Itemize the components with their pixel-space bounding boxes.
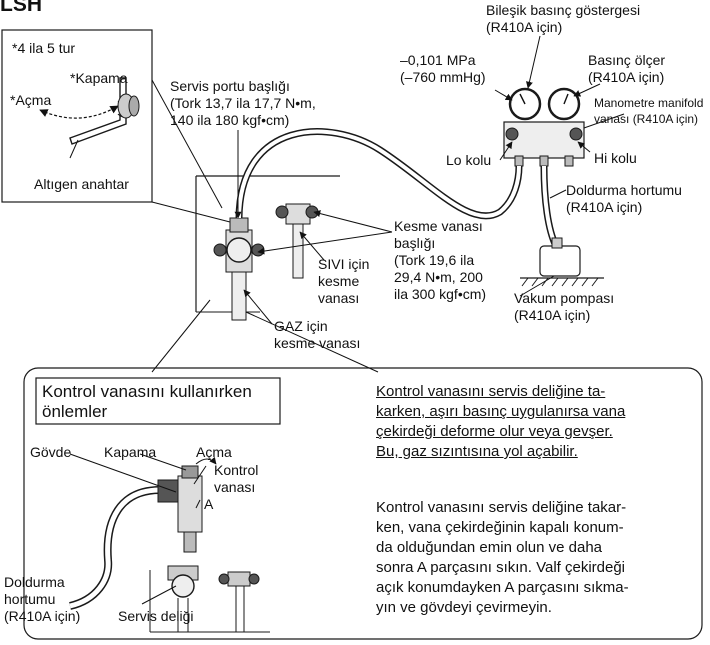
vacuum-pump-label-2: (R410A için): [514, 307, 591, 323]
liquid-stop-valve-label-2: kesme: [318, 273, 360, 289]
manifold-valve-label-2: vanası (R410A için): [594, 112, 699, 126]
service-port-cap-label-3: 140 ila 180 kgf•cm): [170, 112, 290, 128]
manifold-valve-label-1: Manometre manifold: [594, 96, 704, 110]
precaution-charge-hose-label-2: hortumu: [4, 591, 56, 607]
stop-valve-cap-label-3: (Tork 19,6 ila: [394, 252, 475, 268]
gas-stop-valve-label-2: kesme vanası: [274, 335, 361, 351]
open-label: Açma: [196, 444, 232, 460]
stop-valve-cap-label-2: başlığı: [394, 235, 436, 251]
compound-gauge-label-2: (R410A için): [486, 19, 563, 35]
gas-pipe: [231, 269, 247, 321]
service-hole-valve-icon: [167, 565, 199, 581]
stop-valve-cap-label-1: Kesme vanası: [394, 218, 483, 234]
compound-gauge-label-1: Bileşik basınç göstergesi: [486, 2, 641, 18]
service-port-cap-label-2: (Tork 13,7 ila 17,7 N•m,: [170, 95, 316, 111]
gauge-manifold-icon: [503, 87, 585, 167]
pressure-gauge-label-2: (R410A için): [588, 69, 665, 85]
vacuum-reading-label-1: –0,101 MPa: [400, 52, 476, 68]
control-valve-illustration: [68, 453, 270, 633]
control-valve-label-1: Kontrol: [214, 462, 259, 478]
instruction-line: da olduğundan emin olun ve daha: [376, 539, 603, 556]
liquid-pipe: [292, 219, 304, 279]
lo-hose: [235, 128, 523, 220]
inset-turns-label: *4 ila 5 tur: [12, 40, 76, 56]
instruction-line: açık konumdayken A parçasını sıkma-: [376, 579, 629, 596]
instruction-line: Kontrol vanasını servis deliğine takar-: [376, 499, 627, 516]
instruction-line: ken, vana çekirdeğinin kapalı konum-: [376, 519, 624, 536]
instruction-line: yın ve gövdeyi çevirmeyin.: [376, 599, 552, 616]
pressure-gauge-label-1: Basınç ölçer: [588, 52, 666, 68]
part-a-label: A: [204, 496, 214, 512]
inset-open-label: *Açma: [10, 92, 52, 108]
close-label: Kapama: [104, 444, 157, 460]
liquid-stop-valve-label-3: vanası: [318, 290, 360, 306]
instruction-text: Kontrol vanasını servis deliğine takar- …: [376, 498, 629, 618]
inset-close-label: *Kapama: [70, 70, 128, 86]
warning-text: Kontrol vanasını servis deliğine ta- kar…: [376, 382, 625, 462]
liquid-stop-valve-icon: [275, 203, 319, 225]
hex-key-inset: [1, 29, 153, 203]
warning-line: karken, aşırı basınç uygulanırsa vana: [376, 403, 626, 420]
stop-valve-cap-label-4: 29,4 N•m, 200: [394, 269, 483, 285]
outdoor-unit-sketch: [195, 175, 340, 313]
service-port-cap-label-1: Servis portu başlığı: [170, 78, 290, 94]
stop-valve-cap-label-5: ila 300 kgf•cm): [394, 286, 487, 302]
liquid-stop-valve-label-1: SIVI için: [318, 256, 370, 272]
inset-hex-wrench-label: Altıgen anahtar: [34, 176, 129, 192]
charge-hose-label-2: (R410A için): [566, 199, 643, 215]
vacuum-pump-icon: [520, 237, 604, 287]
precautions-box: [23, 367, 703, 640]
precautions-title-1: Kontrol vanasını kullanırken: [42, 382, 252, 401]
body-label: Gövde: [30, 444, 72, 460]
warning-line: Kontrol vanasını servis deliğine ta-: [376, 383, 606, 400]
charge-hose-label-1: Doldurma hortumu: [566, 182, 682, 198]
rotation-arrow-icon: [39, 105, 119, 119]
lo-handle-label: Lo kolu: [446, 152, 492, 168]
warning-line: Bu, gaz sızıntısına yol açabilir.: [376, 443, 578, 460]
precaution-charge-hose-label-1: Doldurma: [4, 574, 65, 590]
precaution-charge-hose-label-3: (R410A için): [4, 608, 81, 624]
vacuum-pump-label-1: Vakum pompası: [514, 290, 615, 306]
control-valve-label-2: vanası: [214, 479, 256, 495]
vacuum-reading-label-2: (–760 mmHg): [400, 69, 486, 85]
instruction-line: sonra A parçasını sıkın. Valf çekirdeği: [376, 559, 626, 576]
hi-handle-label: Hi kolu: [594, 150, 637, 166]
header-fragment: LSH: [0, 0, 42, 16]
charge-hose-icon: [68, 486, 161, 610]
warning-line: çekirdeği deforme olur veya gevşer.: [376, 423, 613, 440]
gas-stop-valve-label-1: GAZ için: [274, 318, 328, 334]
precautions-title-box: [35, 377, 281, 425]
gas-stop-valve-icon: [213, 217, 265, 273]
service-hole-label: Servis deliği: [118, 608, 194, 624]
hex-wrench-icon: [69, 77, 127, 145]
precautions-title-2: önlemler: [42, 402, 108, 421]
